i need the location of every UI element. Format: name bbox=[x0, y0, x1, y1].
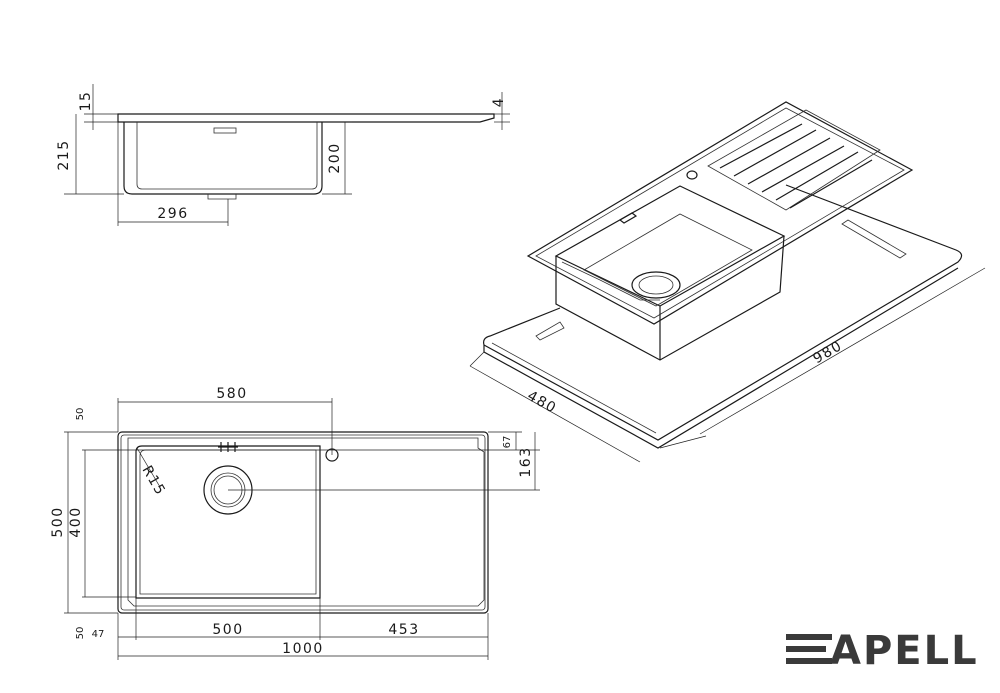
dim-top-50-top: 50 bbox=[75, 408, 86, 421]
dim-side-200: 200 bbox=[327, 142, 343, 173]
dim-top-1000: 1000 bbox=[282, 641, 324, 657]
side-section-view: 15 215 4 200 296 bbox=[56, 84, 510, 226]
dim-top-67: 67 bbox=[502, 436, 513, 449]
dim-top-163: 163 bbox=[518, 446, 534, 477]
dim-top-50-bottom: 50 bbox=[75, 627, 86, 640]
dim-top-500-width: 500 bbox=[212, 622, 243, 638]
brand-name: APELL bbox=[830, 628, 979, 674]
isometric-view: 980 480 bbox=[469, 101, 986, 463]
dim-side-1-5: 15 bbox=[78, 91, 94, 112]
dim-top-r15: R15 bbox=[139, 463, 169, 499]
dim-top-453: 453 bbox=[388, 622, 419, 638]
dim-top-400: 400 bbox=[68, 506, 84, 537]
dim-top-47: 47 bbox=[92, 629, 105, 640]
dim-iso-480: 480 bbox=[524, 388, 559, 417]
dim-top-580: 580 bbox=[216, 386, 247, 402]
dim-top-500-height: 500 bbox=[50, 506, 66, 537]
dim-side-4: 4 bbox=[491, 97, 507, 107]
apell-logo: APELL bbox=[786, 628, 979, 674]
dim-side-215: 215 bbox=[56, 139, 72, 170]
top-view: 580 50 500 400 50 67 163 R15 47 500 453 … bbox=[50, 386, 540, 660]
dim-iso-980: 980 bbox=[810, 338, 845, 367]
dim-side-296: 296 bbox=[157, 206, 188, 222]
